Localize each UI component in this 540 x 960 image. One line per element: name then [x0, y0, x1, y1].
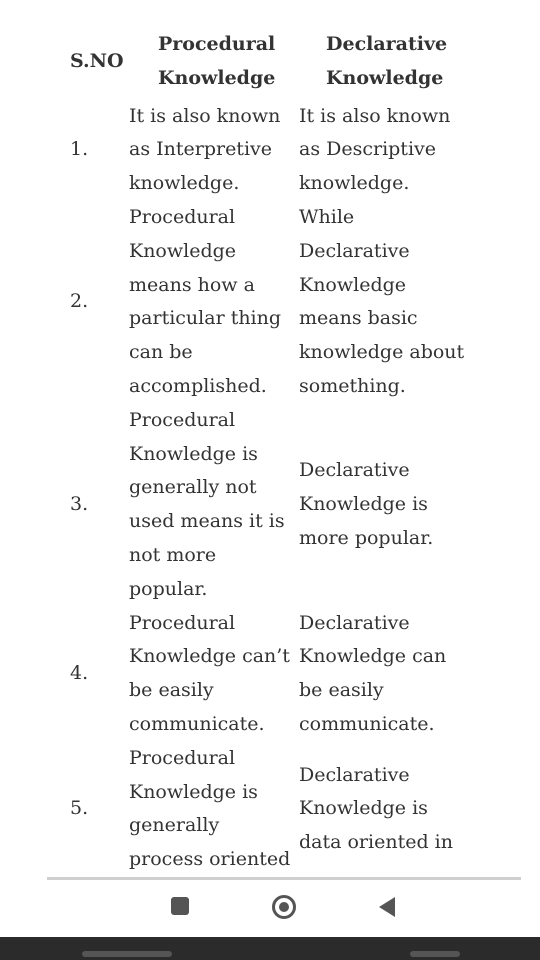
cell-line: Knowledge is [129, 780, 258, 803]
header-sno: S.NO [70, 49, 124, 72]
cell-line: can be [129, 341, 193, 364]
cell-line: Knowledge is [129, 442, 258, 465]
header-procedural-line1: Procedural [158, 33, 276, 55]
cell-line: knowledge about [299, 341, 465, 364]
cell-line: be easily [299, 679, 384, 702]
table-header-row: S.NO Procedural Knowledge Declarative Kn… [62, 28, 479, 100]
row-declarative-cell: It is also known as Descriptive knowledge. [299, 100, 479, 201]
home-circle-icon[interactable] [272, 895, 296, 919]
cell-line: as Interpretive [129, 138, 273, 161]
cell-line: data oriented in [299, 831, 453, 854]
cell-line: something. [299, 374, 406, 397]
comparison-table: S.NO Procedural Knowledge Declarative Kn… [62, 28, 479, 877]
cell-line: generally [129, 814, 220, 837]
cell-line: communicate. [129, 712, 265, 735]
cell-line: Knowledge [299, 273, 407, 296]
row-sno: 1. [70, 138, 89, 161]
cell-line: Knowledge [129, 239, 237, 262]
system-nav-bar [0, 880, 540, 935]
cell-line: While [299, 205, 355, 228]
cell-line: used means it is [129, 510, 285, 533]
cell-line: as Descriptive [299, 138, 436, 161]
table-row: 1. It is also known as Interpretive knowled… [62, 100, 479, 201]
row-sno: 3. [70, 493, 89, 516]
cell-line: communicate. [299, 712, 435, 735]
cell-line: Knowledge can [299, 645, 447, 668]
cell-line: Procedural [129, 611, 236, 634]
cell-line: Knowledge can’t [129, 645, 290, 668]
cell-line: particular thing [129, 307, 282, 330]
cell-line: Declarative [299, 459, 410, 482]
header-declarative: Declarative Knowledge [299, 28, 479, 100]
recents-square-icon[interactable] [171, 897, 189, 915]
cell-line: Declarative [299, 763, 410, 786]
cell-line: It is also known [299, 104, 451, 127]
row-procedural-cell: It is also known as Interpretive knowledge… [129, 100, 299, 201]
cell-line: Procedural [129, 205, 236, 228]
scroll-divider [47, 877, 521, 880]
cell-line: Declarative [299, 611, 410, 634]
cell-line: generally not [129, 476, 257, 499]
row-sno: 2. [70, 290, 89, 313]
cell-line: Procedural [129, 746, 236, 769]
article-content: S.NO Procedural Knowledge Declarative Kn… [62, 28, 479, 877]
cell-line: Knowledge is [299, 493, 428, 516]
cell-line: not more [129, 543, 217, 566]
bottom-dark-bar [0, 937, 540, 960]
cell-line: means how a [129, 273, 255, 296]
cell-line: process oriented [129, 848, 291, 871]
row-sno: 4. [70, 662, 89, 685]
cell-line: more popular. [299, 527, 434, 550]
row-sno: 5. [70, 797, 89, 820]
header-procedural: Procedural Knowledge [129, 28, 299, 100]
cell-line: Knowledge is [299, 797, 428, 820]
cell-line: be easily [129, 679, 214, 702]
header-declarative-line2: Knowledge [326, 66, 444, 89]
cell-line: accomplished. [129, 374, 267, 397]
cell-line: knowledge. [129, 172, 240, 195]
cell-line: knowledge. [299, 172, 410, 195]
header-procedural-line2: Knowledge [158, 66, 276, 89]
cell-line: Declarative [299, 239, 410, 262]
cell-line: popular. [129, 577, 208, 600]
cell-line: Procedural [129, 408, 236, 431]
cell-line: It is also known [129, 104, 281, 127]
cell-line: means basic [299, 307, 418, 330]
header-declarative-line1: Declarative [326, 33, 448, 55]
back-triangle-icon[interactable] [379, 897, 395, 917]
